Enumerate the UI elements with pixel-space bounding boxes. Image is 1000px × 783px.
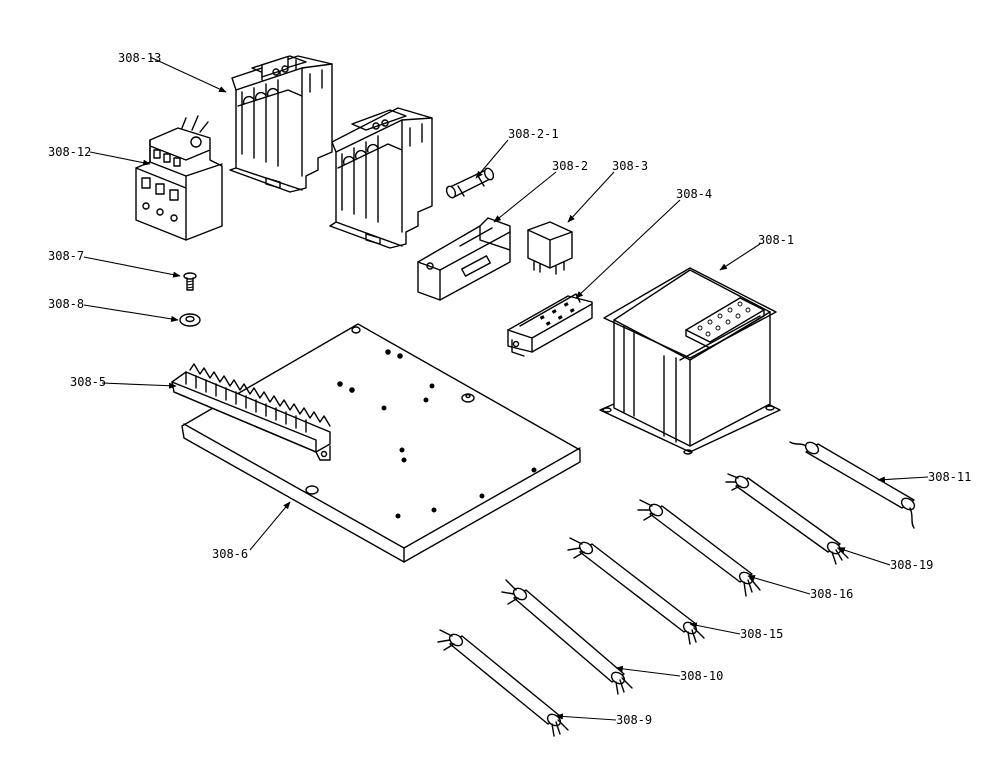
contactor-308-13-right — [329, 107, 433, 249]
label-308-6: 308-6 — [212, 547, 248, 561]
label-308-8: 308-8 — [48, 297, 84, 311]
wire-308-11 — [789, 441, 916, 529]
wire-308-10 — [501, 579, 633, 695]
label-308-9: 308-9 — [616, 713, 652, 727]
label-308-2: 308-2 — [552, 159, 588, 173]
label-308-15: 308-15 — [740, 627, 783, 641]
transformer-308-1 — [599, 267, 781, 455]
label-308-19: 308-19 — [890, 558, 933, 572]
label-308-12: 308-12 — [48, 145, 91, 159]
label-308-5: 308-5 — [70, 375, 106, 389]
terminal-block-308-5 — [171, 363, 331, 461]
label-308-4: 308-4 — [676, 187, 712, 201]
leader-lines — [83, 56, 929, 721]
fuse-308-2-1 — [445, 167, 495, 199]
label-308-16: 308-16 — [810, 587, 853, 601]
contactor-308-13-left — [229, 55, 333, 193]
wire-308-9 — [437, 629, 569, 737]
wire-308-16 — [637, 499, 761, 597]
relay-socket-308-4 — [507, 293, 593, 357]
overload-relay-308-12 — [135, 115, 223, 241]
washer-308-8 — [179, 313, 201, 327]
label-308-7: 308-7 — [48, 249, 84, 263]
label-308-1: 308-1 — [758, 233, 794, 247]
label-308-2-1: 308-2-1 — [508, 127, 559, 141]
relay-308-3 — [527, 221, 573, 275]
screw-308-7 — [183, 272, 197, 291]
label-308-10: 308-10 — [680, 669, 723, 683]
label-308-3: 308-3 — [612, 159, 648, 173]
mounting-plate-308-6 — [181, 323, 581, 563]
fuse-holder-308-2 — [417, 217, 511, 301]
label-308-11: 308-11 — [928, 470, 971, 484]
part-labels: 308-13 308-12 308-2-1 308-2 308-3 308-4 … — [48, 51, 971, 727]
wire-308-19 — [725, 473, 849, 565]
label-308-13: 308-13 — [118, 51, 161, 65]
wire-308-15 — [567, 537, 705, 645]
